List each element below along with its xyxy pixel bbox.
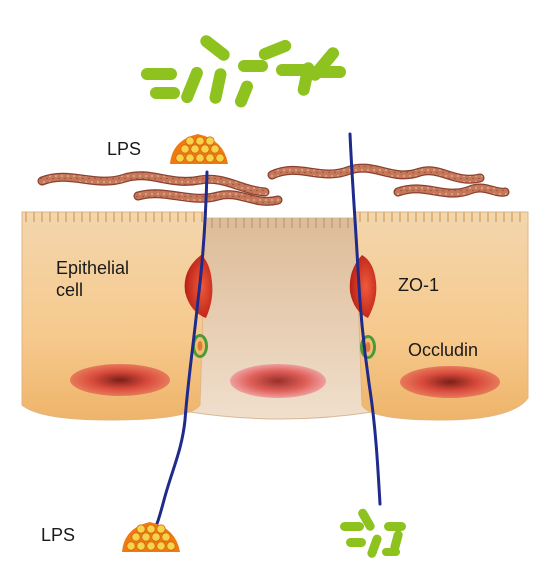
bacterium-rod bbox=[181, 66, 203, 104]
bacterium-rod bbox=[346, 538, 366, 547]
bacterium-rod bbox=[235, 80, 253, 108]
bacterium-rod bbox=[200, 35, 230, 61]
bacteria-cluster-top bbox=[141, 35, 346, 108]
mucus-strand bbox=[394, 184, 509, 197]
bacteria-translocation-path-right bbox=[348, 132, 382, 506]
label-epithelial-cell: Epithelial cell bbox=[56, 258, 130, 300]
right-epithelial-cell bbox=[354, 211, 529, 421]
bacterium-rod bbox=[297, 62, 315, 96]
bacterium-rod bbox=[358, 508, 375, 531]
bacteria-cluster-bottom bbox=[340, 508, 406, 558]
nucleus-right bbox=[400, 366, 500, 398]
label-occludin: Occludin bbox=[408, 340, 479, 360]
middle-epithelial-cell bbox=[189, 217, 373, 420]
bacterium-rod bbox=[238, 60, 268, 72]
lps-cluster-bottom bbox=[122, 522, 180, 552]
bacterium-rod bbox=[209, 68, 227, 104]
bacterium-rod bbox=[367, 534, 382, 558]
label-lps-top: LPS bbox=[107, 139, 142, 159]
nucleus-middle bbox=[230, 364, 326, 398]
bacterium-rod bbox=[141, 68, 177, 80]
bacterium-rod bbox=[150, 87, 180, 99]
bacterium-rod bbox=[382, 548, 400, 556]
mucus-strands bbox=[37, 163, 510, 206]
zo1-protein-right bbox=[349, 255, 377, 318]
epithelial-layer bbox=[21, 211, 529, 421]
lps-translocation-path-left bbox=[154, 170, 209, 528]
microvilli-middle bbox=[211, 218, 349, 228]
bacterium-rod bbox=[258, 39, 292, 61]
mucus-strand bbox=[134, 190, 282, 205]
left-epithelial-cell bbox=[21, 211, 207, 421]
mucus-strand bbox=[38, 172, 269, 196]
lps-cluster-top bbox=[170, 134, 228, 164]
mucus-strand bbox=[268, 164, 484, 183]
label-zo1: ZO-1 bbox=[398, 275, 440, 295]
microvilli-right bbox=[359, 212, 521, 222]
microvilli-left bbox=[25, 212, 203, 222]
bacterium-rod bbox=[312, 66, 346, 78]
occludin-protein-left bbox=[192, 334, 208, 358]
bacterium-rod bbox=[340, 522, 364, 531]
nucleus-left bbox=[70, 364, 170, 396]
label-lps-bottom: LPS bbox=[41, 525, 76, 545]
bacterium-rod bbox=[384, 522, 406, 531]
bacterium-rod bbox=[390, 530, 403, 552]
